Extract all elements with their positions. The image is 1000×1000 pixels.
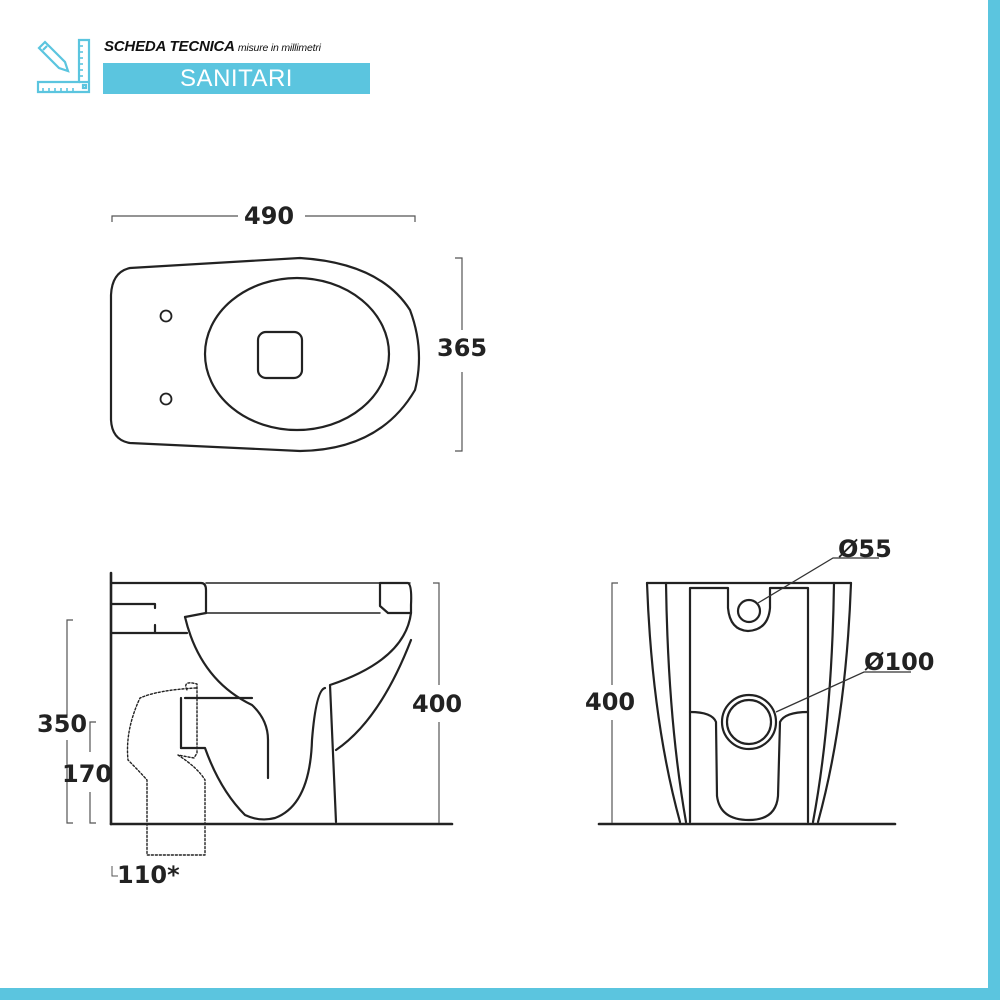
sheet-title-text: SCHEDA TECNICA [104, 38, 235, 55]
dim-side-height: 400 [412, 690, 463, 718]
top-view [109, 256, 421, 453]
seat-hole-top [159, 309, 173, 323]
dim-outlet-diameter: Ø100 [864, 648, 935, 676]
inner-panel [688, 586, 810, 824]
dim-floor-outlet: 110* [117, 861, 180, 889]
units-note: misure in millimetri [237, 42, 321, 54]
dim-outlet-height: 350 [37, 710, 88, 738]
seat-hole-bottom [159, 392, 173, 406]
drain-square [256, 330, 304, 380]
side-view [109, 571, 454, 856]
top-view-outline [109, 256, 421, 453]
category-banner: SANITARI [103, 63, 370, 94]
dim-rear-height: 400 [585, 688, 636, 716]
bowl-rim [203, 276, 391, 432]
frame-border-bottom [0, 988, 1000, 1000]
rear-block [109, 581, 208, 615]
dim-depth: 365 [437, 334, 488, 362]
dim-inlet-height: 170 [62, 760, 113, 788]
front-rim [378, 581, 413, 615]
inlet-hole [736, 598, 762, 624]
dim-width: 490 [244, 202, 295, 230]
ruler-pencil-icon [36, 38, 91, 94]
front-trap [328, 611, 413, 824]
bowl-profile [183, 615, 270, 780]
frame-border-right [988, 0, 1000, 1000]
outer-right [816, 581, 853, 824]
outlet-ring-outer [720, 693, 778, 751]
floor-outlet-dotted [126, 682, 206, 856]
rear-view [597, 581, 897, 826]
outlet-ring-inner [725, 698, 773, 746]
outer-left [645, 581, 682, 824]
dim-inlet-diameter: Ø55 [838, 535, 892, 563]
